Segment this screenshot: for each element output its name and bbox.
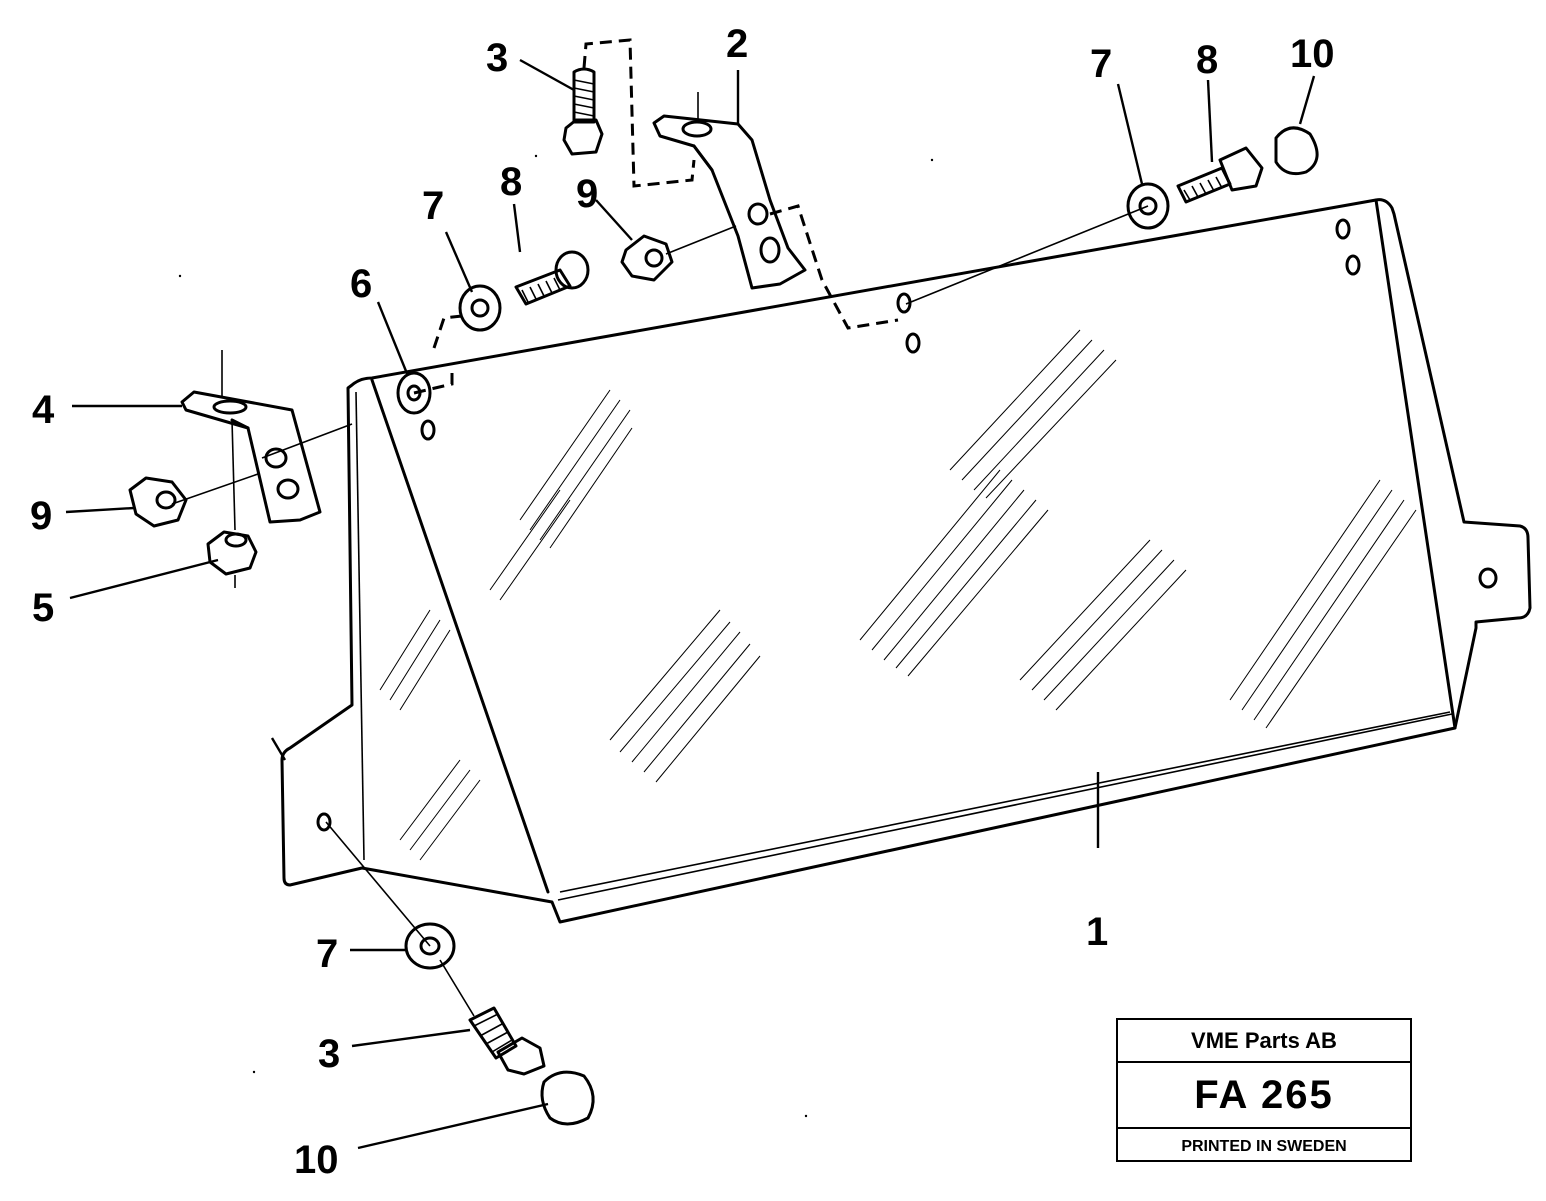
bracket-top	[652, 92, 807, 290]
title-block: VME Parts AB FA 265 PRINTED IN SWEDEN	[1116, 1018, 1412, 1162]
company-name: VME Parts AB	[1118, 1020, 1410, 1063]
fasteners-upper-left	[396, 234, 674, 415]
callout-9-middle: 9	[576, 172, 599, 216]
fasteners-bottom	[404, 922, 595, 1126]
callout-6: 6	[350, 262, 373, 306]
leader-lines	[65, 58, 1316, 1150]
callout-7-bottom: 7	[316, 932, 339, 976]
callout-5: 5	[32, 586, 55, 630]
callout-3-top: 3	[486, 36, 509, 80]
alignment-lines	[171, 205, 1149, 1017]
figure-code: FA 265	[1118, 1063, 1410, 1129]
callout-8-right: 8	[1196, 38, 1219, 82]
callout-9-left: 9	[30, 494, 53, 538]
callout-3-bottom: 3	[318, 1032, 341, 1076]
fasteners-left	[128, 476, 258, 576]
callout-8-left: 8	[500, 160, 523, 204]
callout-10-bottom: 10	[294, 1138, 339, 1182]
callout-7-upper-right: 7	[1090, 42, 1113, 86]
printed-note: PRINTED IN SWEDEN	[1181, 1137, 1347, 1155]
fasteners-upper-right	[1126, 126, 1319, 230]
bracket-left	[180, 350, 322, 588]
scan-dots	[178, 154, 934, 1118]
callout-7-upper-left: 7	[422, 184, 445, 228]
callout-10-top: 10	[1290, 32, 1335, 76]
visor-plate	[270, 198, 1532, 924]
callout-1: 1	[1086, 910, 1109, 954]
bolt-top	[562, 67, 604, 156]
callout-2: 2	[726, 22, 749, 66]
assembly-lines	[413, 38, 899, 395]
callout-4: 4	[32, 388, 55, 432]
